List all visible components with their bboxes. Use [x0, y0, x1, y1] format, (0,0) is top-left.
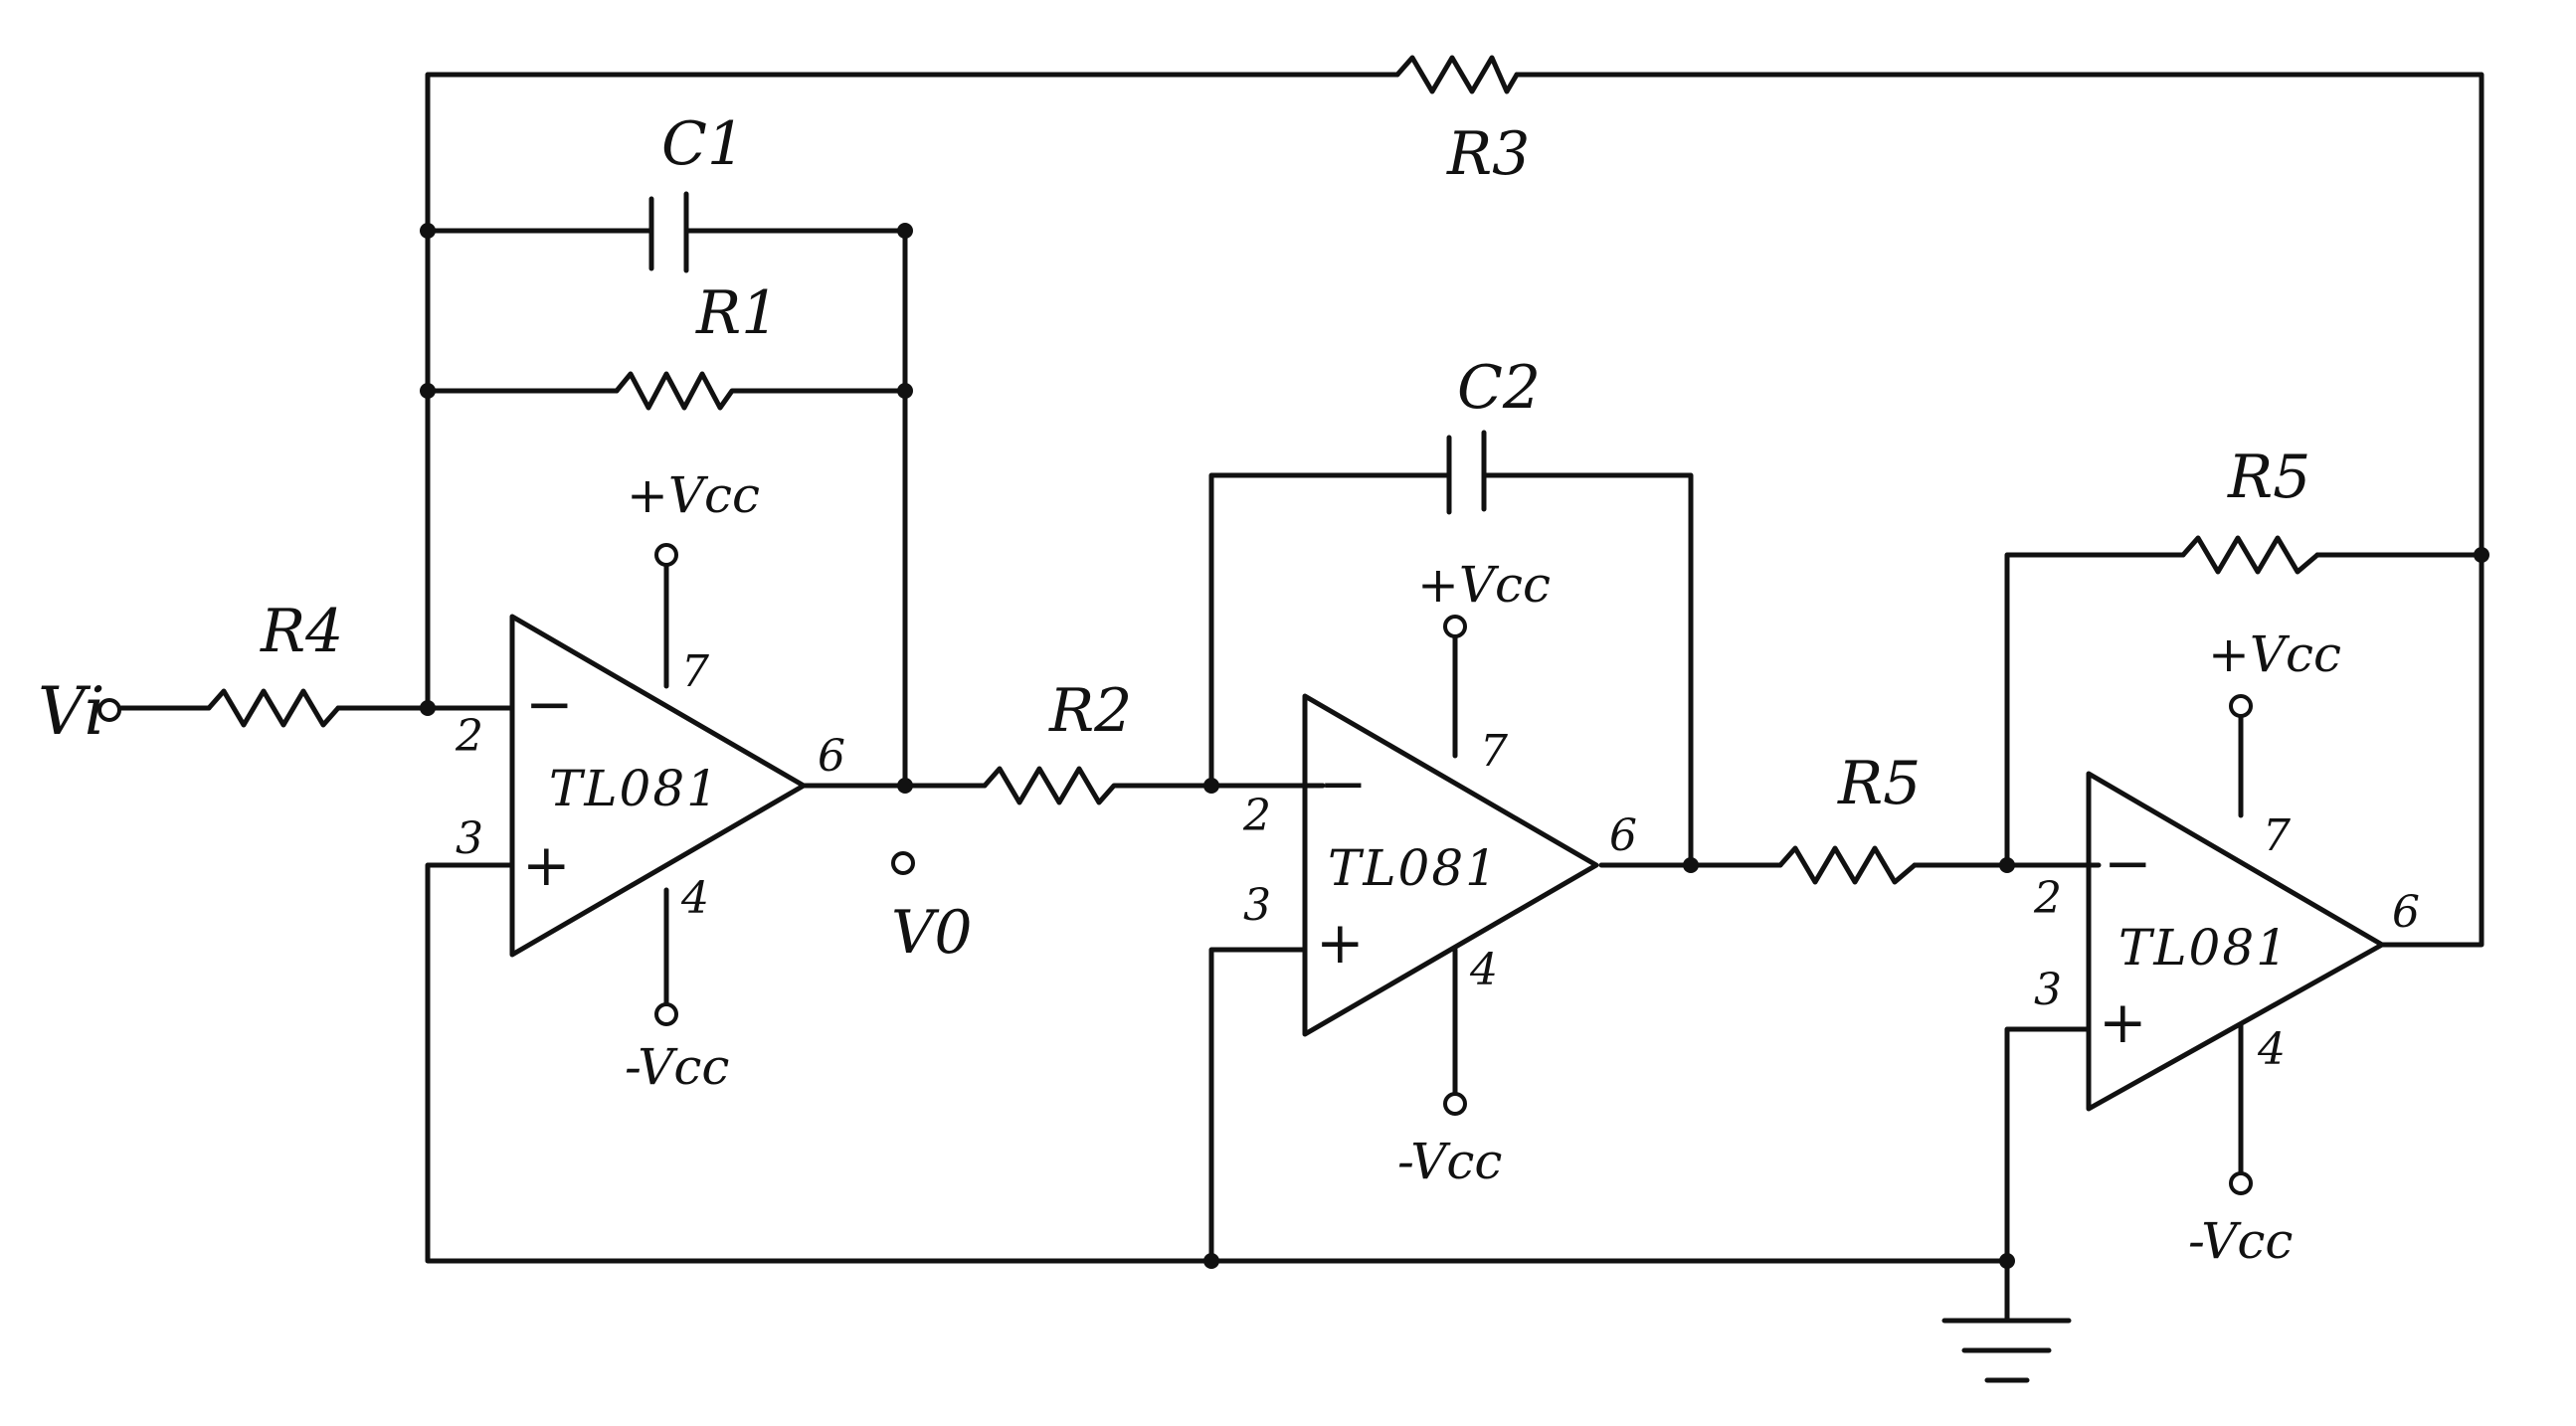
svg-text:2: 2 [2033, 873, 2062, 924]
opamp-2-minus: − [1319, 750, 1368, 817]
label-r2: R2 [1048, 676, 1132, 746]
opamp-1-minus: − [525, 670, 574, 738]
svg-text:7: 7 [681, 646, 709, 697]
opamp-1: TL081 − + 2 3 6 7 4 +Vcc -Vcc [455, 466, 845, 1096]
label-v0: V0 [891, 898, 973, 968]
opamp-2-vcc-neg: -Vcc [1397, 1133, 1502, 1190]
svg-text:7: 7 [2263, 810, 2291, 861]
label-r5-feedback: R5 [2227, 443, 2310, 512]
svg-text:6: 6 [1609, 810, 1637, 861]
opamp2-noninv-wire [1208, 947, 1308, 1264]
opamp-2-plus: + [1316, 909, 1365, 977]
svg-text:2: 2 [455, 711, 483, 762]
r3-feedback-wire [425, 72, 2484, 948]
resistors [206, 55, 2320, 885]
opamp-1-plus: + [522, 831, 571, 899]
opamp-2: TL081 − + 2 3 6 7 4 +Vcc -Vcc [1242, 556, 1637, 1190]
opamp-3-plus: + [2099, 988, 2147, 1056]
svg-text:6: 6 [2392, 887, 2420, 938]
input-terminal [97, 698, 121, 722]
opamp-1-vcc-pos: +Vcc [627, 466, 760, 524]
svg-text:3: 3 [2034, 965, 2062, 1015]
svg-text:7: 7 [1480, 726, 1508, 777]
label-r5-series: R5 [1837, 749, 1921, 818]
opamp-1-body [509, 614, 807, 958]
capacitor-c1 [648, 191, 689, 273]
junction-dots [420, 223, 2489, 1269]
svg-text:6: 6 [818, 731, 845, 782]
svg-text:4: 4 [1469, 945, 1498, 995]
opamp-3-name: TL081 [2118, 919, 2290, 977]
resistor-r1 [614, 371, 744, 411]
opamp-3-body [2086, 771, 2385, 1112]
label-r3: R3 [1446, 119, 1530, 189]
wires [118, 72, 2484, 1324]
resistor-r3 [1394, 55, 1520, 94]
opamp-bodies [509, 614, 2385, 1112]
r5-feedback-wire [2004, 552, 2484, 868]
svg-text:2: 2 [1242, 791, 1271, 841]
svg-text:4: 4 [2257, 1024, 2286, 1075]
terminals [97, 543, 2253, 1195]
capacitor-c2 [1446, 430, 1487, 515]
resistor-r2 [982, 766, 1127, 805]
svg-text:3: 3 [456, 813, 483, 864]
resistor-r4 [206, 688, 341, 728]
label-r1: R1 [695, 278, 779, 348]
svg-text:4: 4 [680, 873, 709, 924]
output-terminal [891, 851, 915, 875]
svg-text:3: 3 [1243, 880, 1271, 931]
opamp-3-vcc-pos: +Vcc [2208, 625, 2341, 683]
resistor-r5-feedback [2180, 535, 2320, 575]
opamp-2-name: TL081 [1328, 839, 1499, 897]
capacitors [648, 191, 1487, 515]
label-c2: C2 [1457, 353, 1541, 423]
supply-stubs [663, 562, 2244, 1176]
opamp-3-minus: − [2104, 829, 2152, 897]
opamp-1-name: TL081 [549, 760, 720, 817]
opamp-2-vcc-pos: +Vcc [1417, 556, 1551, 614]
opamp-2-body [1302, 693, 1599, 1037]
opamp3-noninv-wire [2004, 1026, 2092, 1324]
ground-icon [1941, 1318, 2072, 1383]
opamp-1-vcc-neg: -Vcc [625, 1038, 729, 1096]
label-vi: Vi [38, 673, 105, 750]
opamp-3: TL081 − + 2 3 6 7 4 +Vcc -Vcc [2033, 625, 2420, 1270]
c2-feedback-wire [1208, 472, 1694, 868]
resistor-r5-series [1777, 845, 1918, 885]
label-c1: C1 [661, 109, 745, 179]
label-r4: R4 [260, 597, 343, 666]
opamp-3-vcc-neg: -Vcc [2188, 1212, 2293, 1270]
